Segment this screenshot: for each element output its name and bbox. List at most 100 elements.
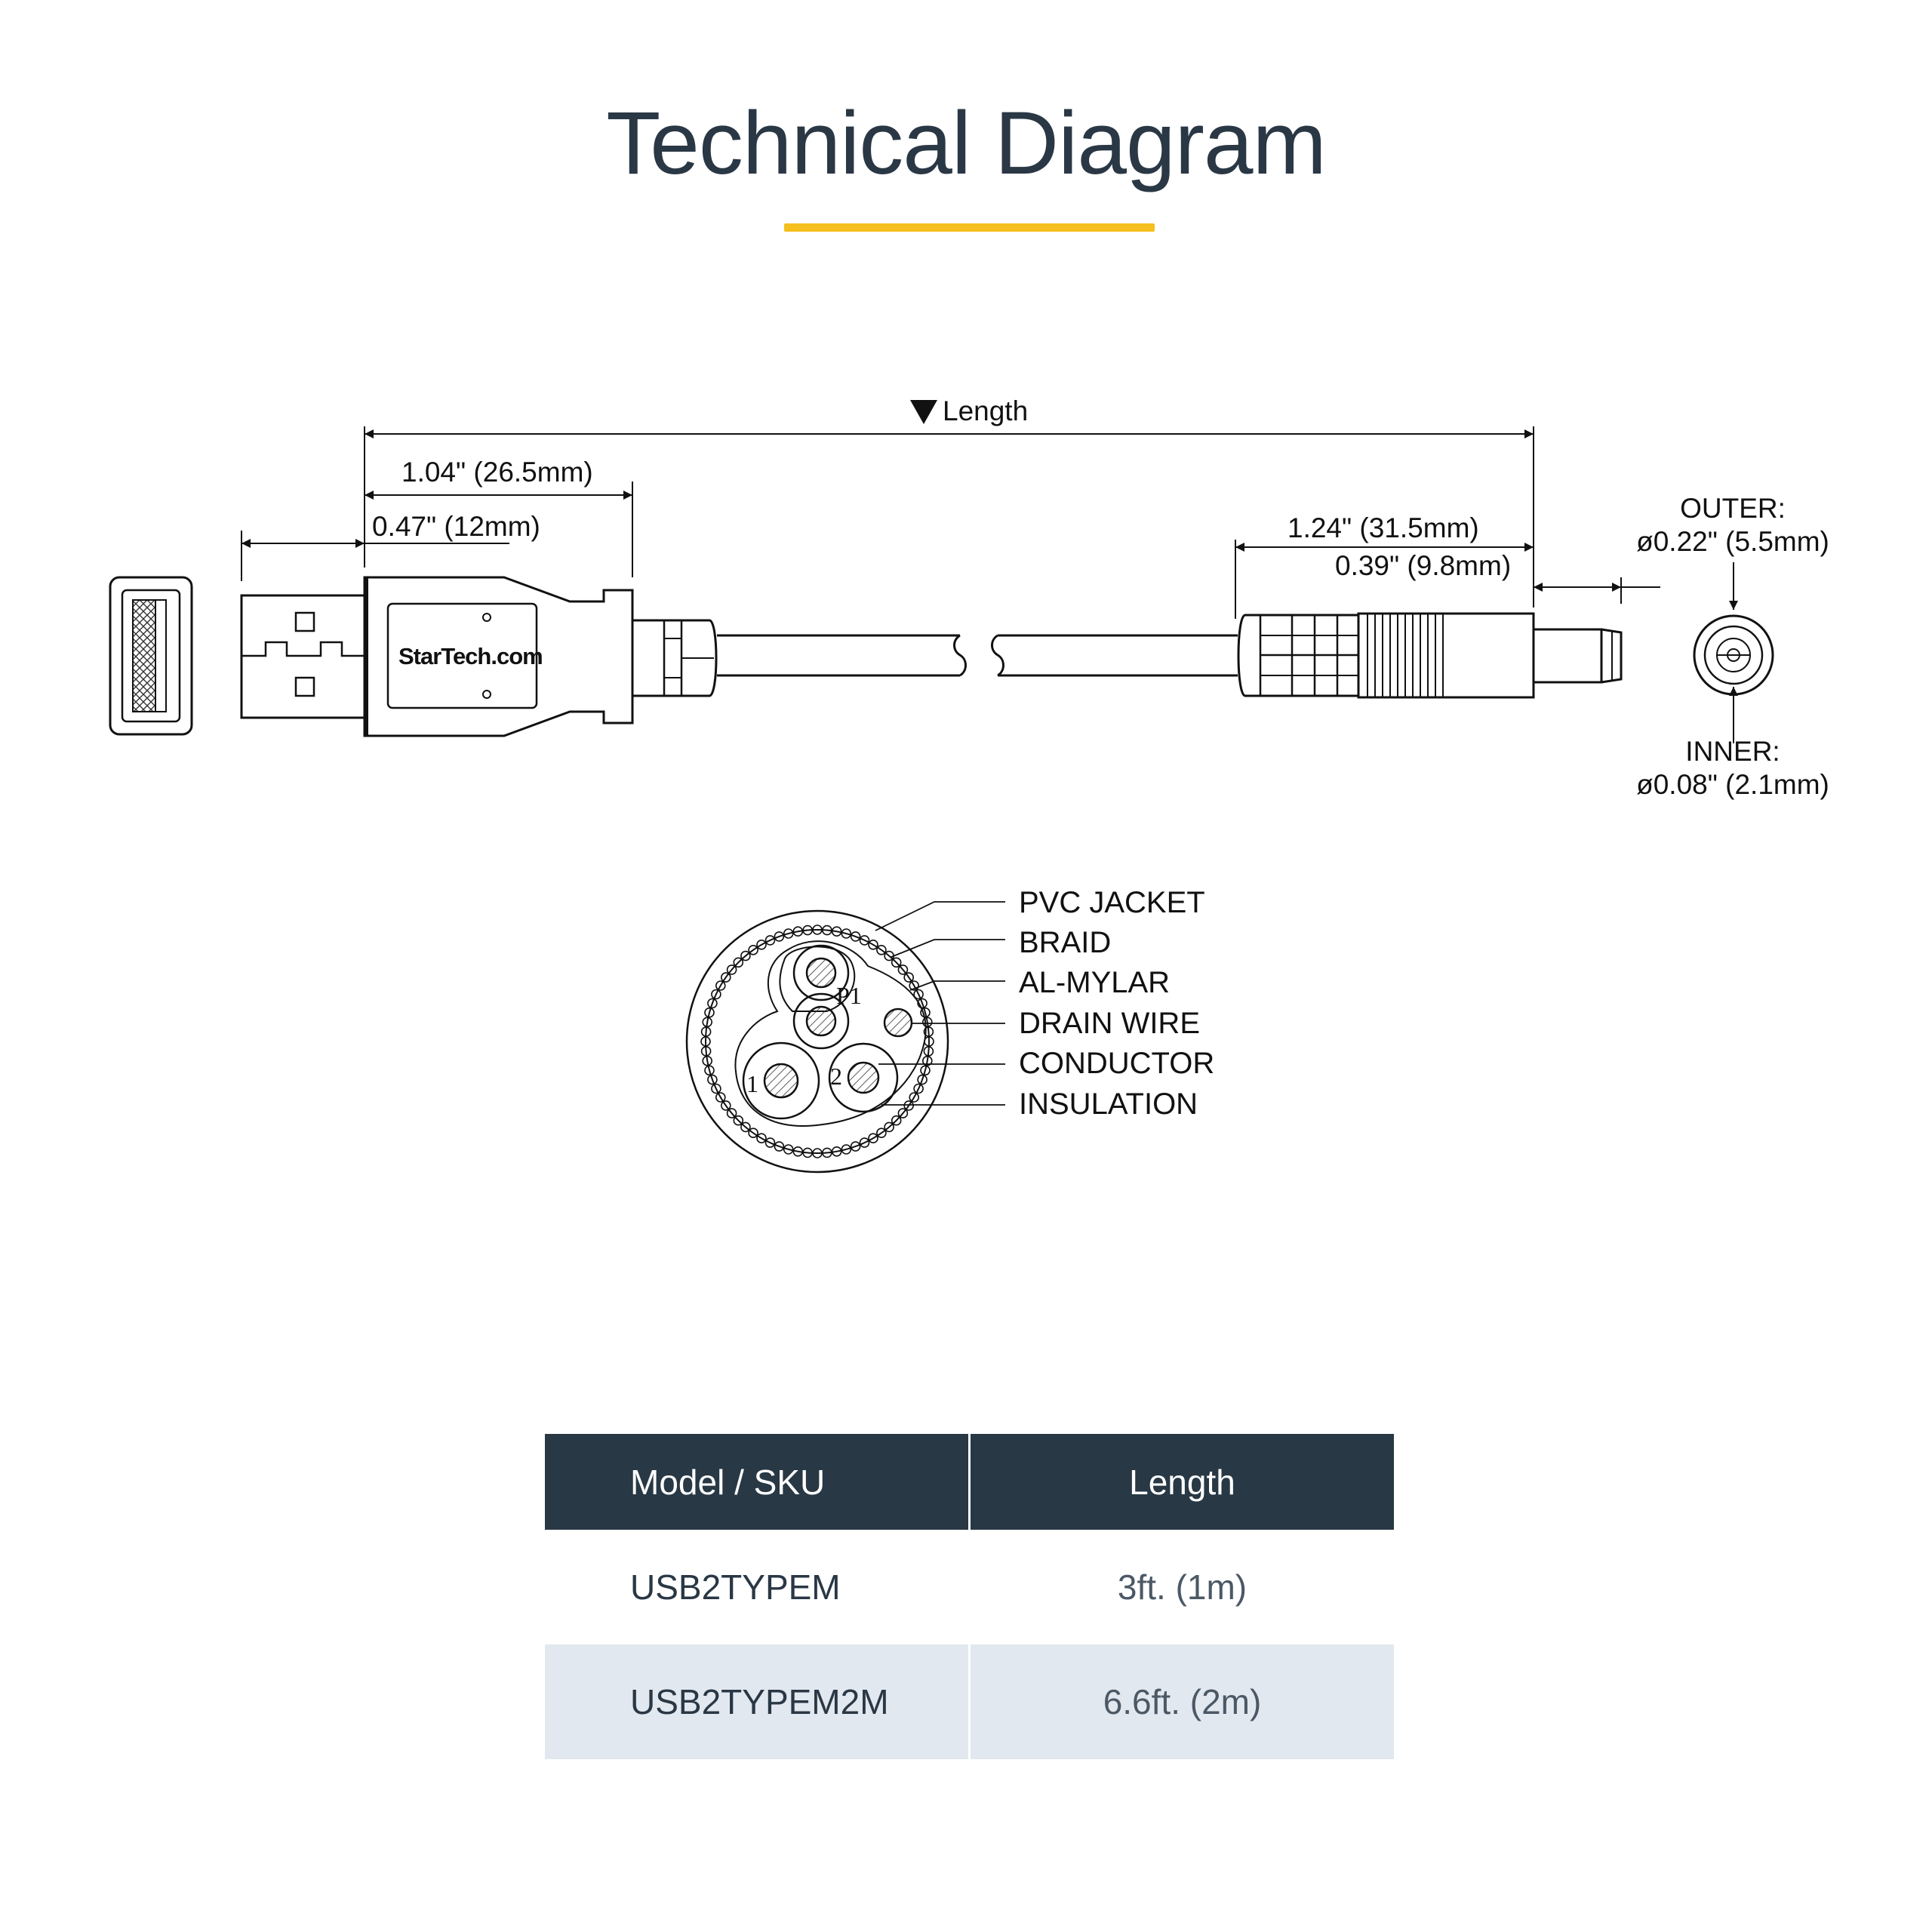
braid-strand bbox=[913, 1083, 924, 1094]
brand-logo: StarTech.com bbox=[398, 643, 543, 669]
braid-strand bbox=[922, 1017, 933, 1028]
braid-strand bbox=[764, 935, 776, 946]
braid-strand bbox=[897, 1108, 909, 1118]
braid-strand bbox=[923, 1046, 934, 1057]
braid-strand bbox=[920, 1007, 931, 1018]
braid-strand bbox=[720, 1100, 731, 1111]
usb-a-plug bbox=[240, 576, 718, 737]
braid-strand bbox=[876, 1128, 887, 1138]
column-header-length: Length bbox=[968, 1434, 1394, 1530]
braid-strand bbox=[733, 1115, 744, 1126]
label-drain-wire: DRAIN WIRE bbox=[1019, 1007, 1200, 1040]
dimension-lines bbox=[241, 426, 1660, 619]
braid-strand bbox=[831, 1146, 842, 1157]
usb-port-end-view bbox=[109, 576, 193, 736]
column-header-model: Model / SKU bbox=[545, 1434, 970, 1530]
braid-strand bbox=[756, 1133, 767, 1143]
cell-sku: USB2TYPEM2M bbox=[545, 1644, 970, 1759]
table-row: USB2TYPEM2M 6.6ft. (2m) bbox=[545, 1644, 1394, 1759]
dc-barrel-plug bbox=[1237, 612, 1623, 699]
outer-diameter-value: ø0.22" (5.5mm) bbox=[1636, 526, 1829, 557]
dc-plug-end-view bbox=[1693, 562, 1774, 743]
braid-strand bbox=[802, 1147, 813, 1158]
braid-strand bbox=[876, 945, 887, 955]
braid-strand bbox=[903, 972, 914, 983]
braid-strand bbox=[917, 998, 928, 1009]
braid-strand bbox=[841, 1144, 852, 1155]
braid-strand bbox=[792, 926, 804, 937]
braid-strand bbox=[917, 1074, 928, 1085]
label-al-mylar: AL-MYLAR bbox=[1019, 966, 1170, 999]
wire-label-1: 1 bbox=[746, 1070, 758, 1097]
braid-strand bbox=[922, 1055, 933, 1066]
braid-strand bbox=[707, 1074, 718, 1085]
braid-strand bbox=[909, 1092, 919, 1103]
usb-tip-length-label: 0.47" (12mm) bbox=[372, 511, 540, 542]
braid-strand bbox=[740, 1121, 751, 1133]
braid-strand bbox=[920, 1065, 931, 1076]
braid-strand bbox=[707, 998, 718, 1009]
braid-strand bbox=[726, 1108, 737, 1118]
cell-length: 6.6ft. (2m) bbox=[968, 1644, 1394, 1759]
cell-length: 3ft. (1m) bbox=[968, 1530, 1394, 1644]
braid-strand bbox=[897, 964, 909, 975]
braid-strand bbox=[859, 935, 870, 946]
braid-strand bbox=[774, 1141, 785, 1152]
wire-label-p1: P1 bbox=[836, 982, 862, 1009]
braid-strand bbox=[859, 1137, 870, 1148]
page-title: Technical Diagram bbox=[606, 94, 1327, 193]
braid-strand bbox=[812, 924, 823, 935]
usb-plug-length-label: 1.04" (26.5mm) bbox=[401, 457, 593, 488]
braid-strand bbox=[715, 1092, 726, 1103]
label-conductor: CONDUCTOR bbox=[1019, 1047, 1214, 1080]
braid-strand bbox=[702, 1017, 713, 1028]
label-pvc-jacket: PVC JACKET bbox=[1019, 886, 1205, 919]
braid-strand bbox=[756, 940, 767, 950]
braid-strand bbox=[733, 957, 744, 968]
label-insulation: INSULATION bbox=[1019, 1088, 1198, 1121]
sku-length-table: Model / SKU Length USB2TYPEM 3ft. (1m) U… bbox=[545, 1434, 1394, 1759]
braid-strand bbox=[715, 980, 726, 991]
braid-strand bbox=[726, 964, 737, 975]
braid-strand bbox=[868, 940, 878, 950]
braid-strand bbox=[774, 931, 785, 942]
braid-strand bbox=[891, 1115, 902, 1126]
braid-strand bbox=[822, 1147, 832, 1158]
braid-strand bbox=[868, 1133, 878, 1143]
braid-strand bbox=[850, 1141, 861, 1152]
cell-sku: USB2TYPEM bbox=[630, 1567, 841, 1607]
braid-strand bbox=[700, 1046, 712, 1057]
braid-strand bbox=[802, 924, 813, 936]
length-dimension-label: Length bbox=[943, 395, 1028, 426]
triangle-down-icon bbox=[910, 400, 937, 424]
cable-body bbox=[717, 634, 1238, 677]
braid-strand bbox=[783, 1144, 794, 1155]
braid-strand bbox=[700, 1036, 711, 1047]
table-header-row: Model / SKU Length bbox=[545, 1434, 1394, 1530]
braid-strand bbox=[913, 989, 924, 1000]
braid-strand bbox=[841, 928, 852, 939]
braid-strand bbox=[891, 957, 902, 968]
braid-strand bbox=[702, 1055, 713, 1066]
braid-strand bbox=[923, 1026, 934, 1037]
table-row: USB2TYPEM 3ft. (1m) bbox=[545, 1530, 1394, 1644]
braid-strand bbox=[792, 1146, 804, 1157]
dc-tip-length-label: 0.39" (9.8mm) bbox=[1335, 550, 1511, 581]
outer-diameter-label: OUTER: bbox=[1680, 493, 1786, 524]
dc-plug-length-label: 1.24" (31.5mm) bbox=[1287, 512, 1479, 543]
braid-strand bbox=[909, 980, 919, 991]
cable-cross-section bbox=[685, 901, 1005, 1174]
wire-label-2: 2 bbox=[830, 1063, 842, 1090]
braid-strand bbox=[884, 1121, 894, 1133]
title-underline bbox=[784, 223, 1155, 232]
braid-strand bbox=[740, 950, 751, 961]
braid-strand bbox=[748, 945, 758, 955]
braid-strand bbox=[704, 1065, 715, 1076]
label-braid: BRAID bbox=[1019, 926, 1111, 959]
braid-strand bbox=[783, 928, 794, 939]
braid-strand bbox=[748, 1128, 758, 1138]
braid-strand bbox=[831, 926, 842, 937]
braid-strand bbox=[711, 989, 721, 1000]
inner-diameter-value: ø0.08" (2.1mm) bbox=[1636, 769, 1829, 800]
